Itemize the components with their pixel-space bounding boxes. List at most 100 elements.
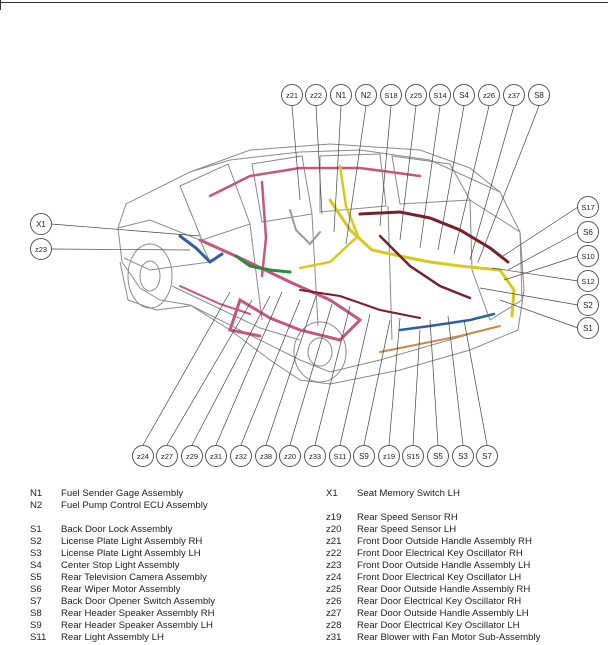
legend-code: z28 (326, 620, 342, 631)
legend-code: z26 (326, 596, 342, 607)
harness-yellow-branch (298, 164, 360, 270)
callout-s18: S18 (380, 84, 402, 106)
legend-description: Back Door Lock Assembly (61, 524, 173, 535)
leader-line (499, 299, 579, 329)
callout-text: S4 (459, 91, 469, 100)
callout-circle (355, 84, 377, 106)
top-tick (0, 0, 1, 10)
callout-circle (478, 84, 500, 106)
leader-line (291, 105, 301, 201)
callout-circle (30, 238, 52, 260)
leader-line (399, 105, 417, 241)
harness-dark-red-3 (299, 289, 421, 319)
callout-text: S11 (334, 452, 347, 461)
legend-code: S11 (30, 632, 47, 643)
legend-code: S3 (30, 548, 42, 559)
front-bumper (119, 261, 191, 311)
callout-s1: S1 (577, 317, 599, 339)
harness-orange-floor (379, 325, 501, 353)
legend-code: z27 (326, 608, 342, 619)
legend-code: z24 (326, 572, 342, 583)
callout-text: S12 (581, 277, 594, 286)
callout-text: S5 (433, 452, 443, 461)
legend-description: Rear Header Speaker Assembly RH (61, 608, 215, 619)
legend-description: Rear Door Electrical Key Oscillator RH (357, 596, 522, 607)
door-seam-2 (311, 213, 319, 327)
callout-circle (255, 445, 277, 467)
leader-line (388, 317, 401, 446)
harness-pink-floor (179, 285, 251, 315)
leader-lines (50, 105, 579, 446)
callout-z29: z29 (181, 445, 203, 467)
callout-text: z26 (483, 91, 495, 100)
rear-quarter-window (391, 155, 471, 205)
callout-text: z24 (137, 452, 149, 461)
callout-circle (577, 245, 599, 267)
callout-circle (453, 84, 475, 106)
callout-circle (429, 84, 451, 106)
callout-circle (281, 84, 303, 106)
legend-description: Front Door Outside Handle Assembly RH (357, 536, 532, 547)
harness-blue (178, 234, 224, 264)
legend-code: S6 (30, 584, 42, 595)
hood (117, 219, 211, 271)
callout-text: z22 (310, 91, 322, 100)
callout-z22: z22 (305, 84, 327, 106)
leader-line (339, 313, 371, 446)
callout-text: z31 (210, 452, 222, 461)
callout-circle (353, 445, 375, 467)
leader-line (314, 305, 351, 446)
legend-description: Front Door Electrical Key Oscillator RH (357, 548, 523, 559)
legend-code: S1 (30, 524, 42, 535)
callout-text: S18 (384, 91, 397, 100)
rear-wheel (293, 321, 347, 383)
callout-z32: z32 (230, 445, 252, 467)
callout-z33: z33 (304, 445, 326, 467)
callout-circle (30, 213, 52, 235)
harness-dark-red-2 (378, 234, 472, 300)
callout-text: X1 (36, 220, 46, 229)
roof-line (189, 143, 501, 193)
callout-circle (528, 84, 550, 106)
leader-line (469, 105, 515, 261)
legend-code: z19 (326, 512, 342, 523)
callout-s7: S7 (476, 445, 498, 467)
callout-n2: N2 (355, 84, 377, 106)
leader-line (507, 231, 579, 271)
leader-line (315, 105, 323, 215)
callout-text: S2 (583, 301, 593, 310)
callout-circle (181, 445, 203, 467)
leader-line (412, 329, 421, 446)
callout-circle (503, 84, 525, 106)
legend-description: Front Door Electrical Key Oscillator LH (357, 572, 522, 583)
legend-description: Rear Speed Sensor LH (357, 524, 457, 535)
leader-line (215, 291, 283, 446)
leader-line (50, 248, 191, 251)
legend-description: Rear Door Outside Handle Assembly RH (357, 584, 531, 595)
callout-text: S1 (583, 324, 593, 333)
legend-description: Front Door Outside Handle Assembly LH (357, 560, 531, 571)
legend-code: S5 (30, 572, 42, 583)
leader-line (419, 105, 441, 249)
callout-s15: S15 (402, 445, 424, 467)
callout-z27: z27 (156, 445, 178, 467)
callout-text: z37 (508, 91, 520, 100)
legend-description: Rear Wiper Motor Assembly (61, 584, 181, 595)
legend-code: z31 (326, 632, 342, 643)
callout-circle (405, 84, 427, 106)
callout-text: S17 (581, 203, 594, 212)
legend-code: z23 (326, 560, 342, 571)
harness-gray (289, 209, 321, 246)
leader-line (345, 105, 367, 245)
legend-code: S4 (30, 560, 42, 571)
legend-code: z22 (326, 548, 342, 559)
callout-z24: z24 (132, 445, 154, 467)
callout-n1: N1 (330, 84, 352, 106)
legend-description: License Plate Light Assembly RH (61, 536, 203, 547)
leader-line (503, 255, 579, 281)
legend-code: z21 (326, 536, 342, 547)
front-wheel-hub (139, 260, 161, 292)
callout-text: S10 (581, 252, 594, 261)
legend-code: S9 (30, 620, 42, 631)
